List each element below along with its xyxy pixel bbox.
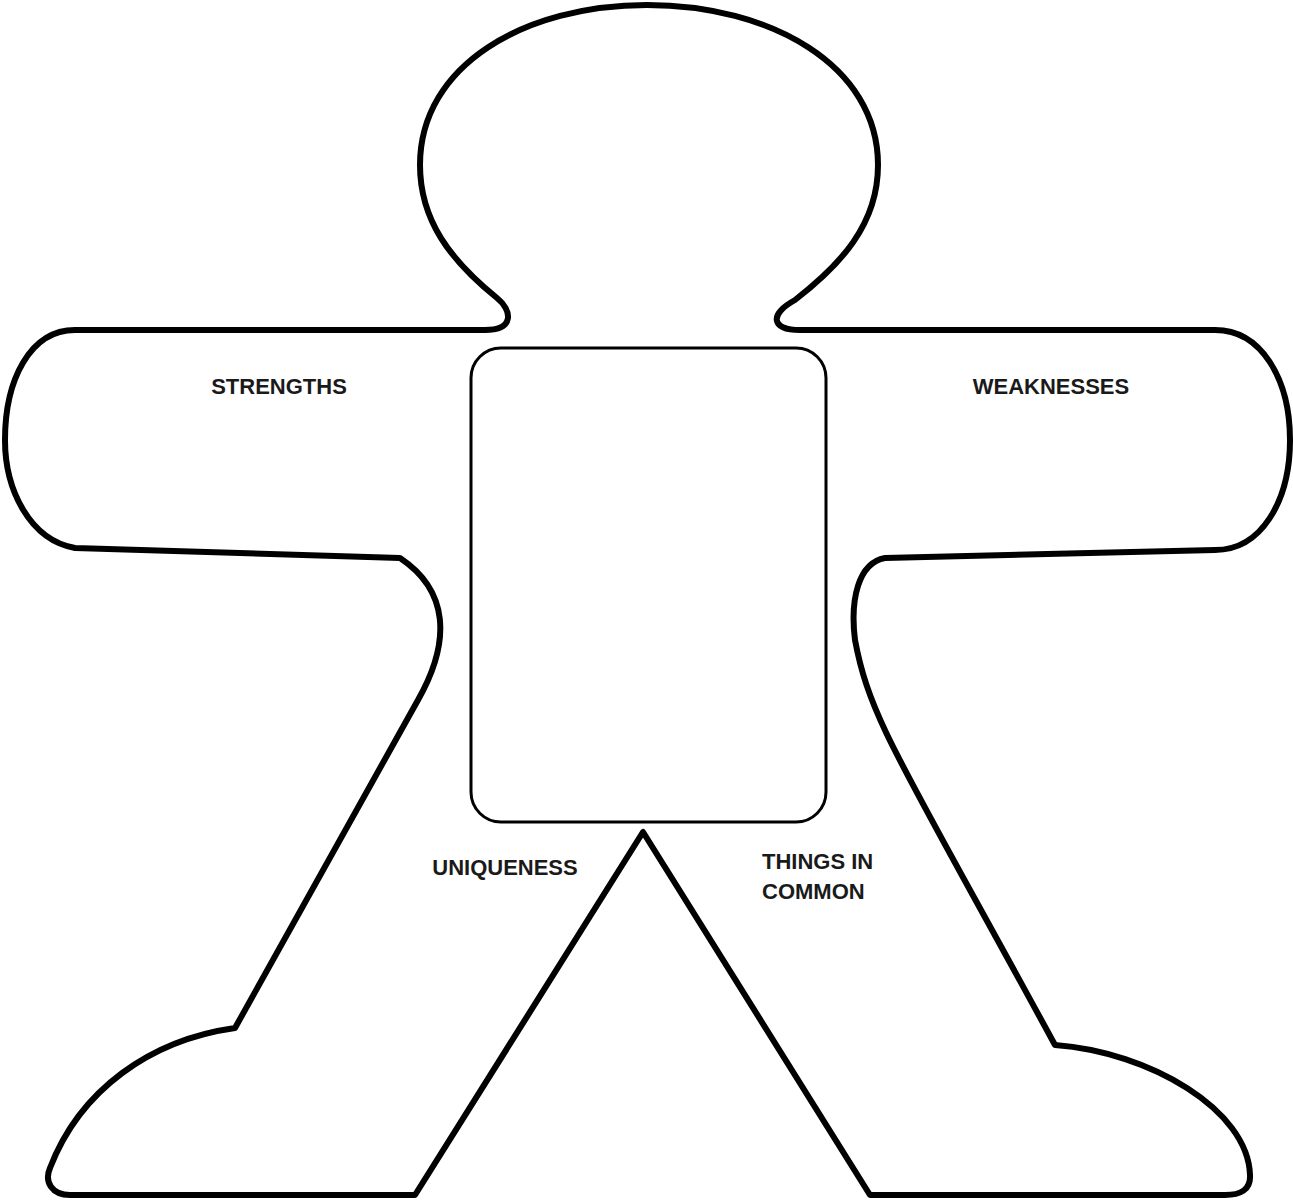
section-label: THINGS IN COMMON [762, 847, 902, 907]
section-label: UNIQUENESS [415, 848, 595, 888]
torso-box [471, 348, 826, 822]
section-label: WEAKNESSES [921, 367, 1181, 407]
body-outline [5, 5, 1290, 1195]
section-label: STRENGTHS [149, 367, 409, 407]
